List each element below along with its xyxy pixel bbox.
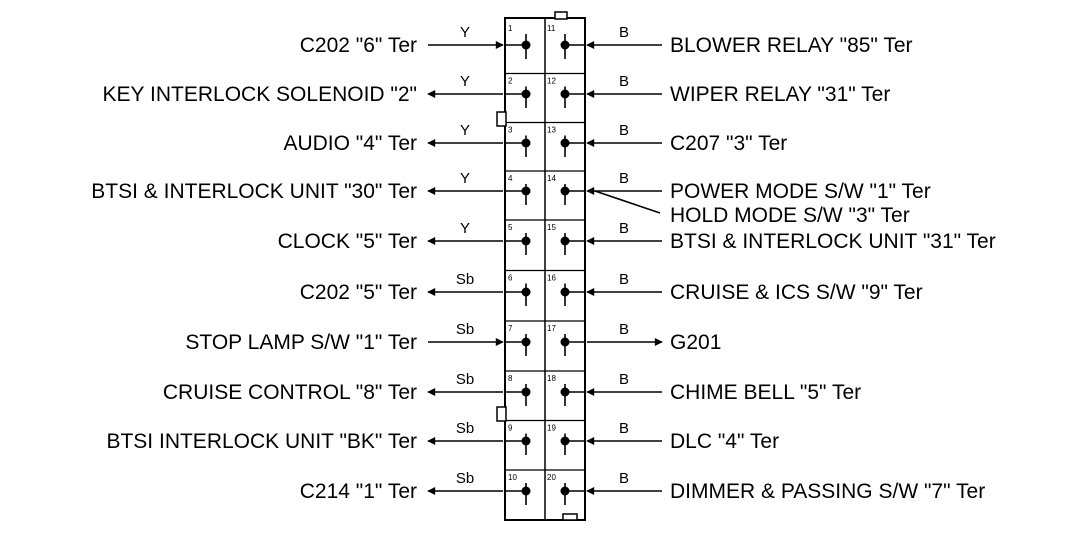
wire-color-label: B [619, 371, 629, 388]
circuit-label: BTSI INTERLOCK UNIT "BK" Ter [106, 430, 417, 453]
wire-color-label: Sb [456, 321, 474, 338]
right-circuit-15: B BTSI & INTERLOCK UNIT "31" Ter [565, 220, 996, 253]
wire-color-label: B [619, 321, 629, 338]
left-circuit-2: Y KEY INTERLOCK SOLENOID "2" [103, 73, 526, 106]
pin-number-7: 7 [508, 324, 513, 333]
branch-wire [594, 190, 661, 214]
circuit-label: AUDIO "4" Ter [283, 132, 417, 155]
wire-color-label: B [619, 170, 629, 187]
pin-number-1: 1 [508, 24, 513, 33]
circuit-label: BLOWER RELAY "85" Ter [670, 34, 913, 57]
wire-color-label: B [619, 220, 629, 237]
wire-color-label: Sb [456, 420, 474, 437]
pin-number-19: 19 [547, 424, 556, 433]
circuit-label: CHIME BELL "5" Ter [670, 381, 861, 404]
wire-color-label: Y [460, 24, 470, 41]
circuit-label: G201 [670, 331, 721, 354]
right-circuit-17: B G201 [565, 321, 721, 354]
wire-color-label: Y [460, 73, 470, 90]
pin-number-17: 17 [547, 324, 556, 333]
pin-number-20: 20 [547, 473, 556, 482]
right-circuit-18: B CHIME BELL "5" Ter [565, 371, 861, 404]
pin-number-2: 2 [508, 77, 513, 86]
circuit-label: C202 "6" Ter [300, 34, 417, 57]
wire-color-label: Sb [456, 271, 474, 288]
right-circuit-12: B WIPER RELAY "31" Ter [565, 73, 890, 106]
right-circuit-11: B BLOWER RELAY "85" Ter [565, 24, 913, 57]
wire-color-label: Y [460, 170, 470, 187]
pin-number-13: 13 [547, 126, 556, 135]
wire-color-label: B [619, 420, 629, 437]
right-circuit-20: B DIMMER & PASSING S/W "7" Ter [565, 470, 985, 503]
wire-color-label: Y [460, 220, 470, 237]
circuit-label: CRUISE CONTROL "8" Ter [163, 381, 417, 404]
pin-number-14: 14 [547, 174, 556, 183]
left-circuit-3: Y AUDIO "4" Ter [283, 122, 526, 155]
pin-number-6: 6 [508, 274, 513, 283]
circuit-label: CRUISE & ICS S/W "9" Ter [670, 281, 923, 304]
pin-number-3: 3 [508, 126, 513, 135]
wire-color-label: B [619, 271, 629, 288]
wire-color-label: Y [460, 122, 470, 139]
wire-color-label: B [619, 122, 629, 139]
left-circuit-4: Y BTSI & INTERLOCK UNIT "30" Ter [91, 170, 526, 203]
circuit-label: C214 "1" Ter [300, 480, 417, 503]
pin-number-8: 8 [508, 374, 513, 383]
branch-circuit-label: HOLD MODE S/W "3" Ter [670, 204, 910, 227]
pin-number-15: 15 [547, 223, 556, 232]
circuit-label: BTSI & INTERLOCK UNIT "31" Ter [670, 230, 996, 253]
wire-color-label: Sb [456, 470, 474, 487]
pin-number-4: 4 [508, 174, 513, 183]
pin-number-5: 5 [508, 223, 513, 232]
wire-color-label: B [619, 470, 629, 487]
wire-color-label: B [619, 24, 629, 41]
right-circuit-16: B CRUISE & ICS S/W "9" Ter [565, 271, 923, 304]
circuit-label: DIMMER & PASSING S/W "7" Ter [670, 480, 985, 503]
pin-number-10: 10 [508, 473, 517, 482]
right-circuit-13: B C207 "3" Ter [565, 122, 787, 155]
pin-number-12: 12 [547, 77, 556, 86]
right-circuit-19: B DLC "4" Ter [565, 420, 779, 453]
circuit-label: C207 "3" Ter [670, 132, 787, 155]
wire-color-label: Sb [456, 371, 474, 388]
connector-body [496, 11, 586, 521]
circuit-label: C202 "5" Ter [300, 281, 417, 304]
circuit-label: STOP LAMP S/W "1" Ter [185, 331, 417, 354]
pin-number-11: 11 [547, 24, 556, 33]
left-circuit-5: Y CLOCK "5" Ter [278, 220, 526, 253]
pin-number-9: 9 [508, 424, 513, 433]
circuit-label: KEY INTERLOCK SOLENOID "2" [103, 83, 417, 106]
circuit-label: WIPER RELAY "31" Ter [670, 83, 890, 106]
circuit-label: POWER MODE S/W "1" Ter [670, 180, 931, 203]
left-circuit-1: Y C202 "6" Ter [300, 24, 526, 57]
pin-number-16: 16 [547, 274, 556, 283]
circuit-label: BTSI & INTERLOCK UNIT "30" Ter [91, 180, 417, 203]
wire-color-label: B [619, 73, 629, 90]
pin-number-18: 18 [547, 374, 556, 383]
circuit-label: CLOCK "5" Ter [278, 230, 417, 253]
circuit-label: DLC "4" Ter [670, 430, 779, 453]
